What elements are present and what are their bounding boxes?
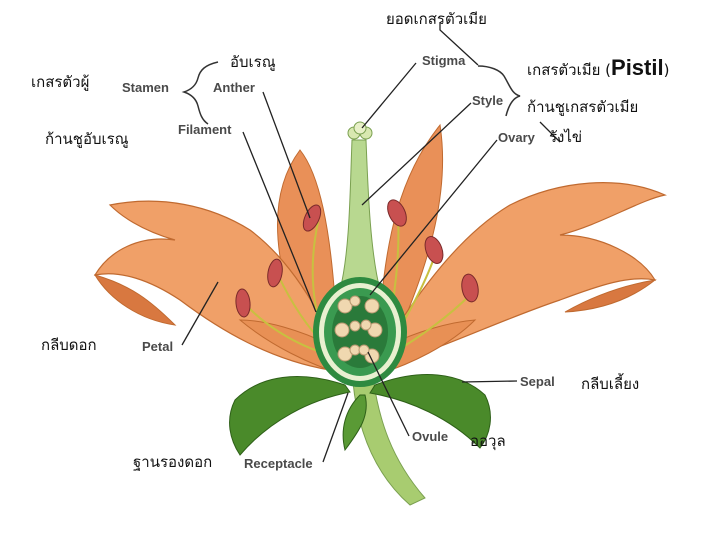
sepal-center bbox=[342, 394, 367, 452]
stigma bbox=[347, 121, 373, 140]
label-receptacle-th: ฐานรองดอก bbox=[133, 453, 213, 471]
label-filament-en: Filament bbox=[178, 122, 232, 137]
label-stigma-th: ยอดเกสรตัวเมีย bbox=[386, 10, 487, 28]
pistil-bracket bbox=[477, 65, 521, 117]
sepal-left bbox=[229, 376, 351, 456]
petal-right bbox=[384, 182, 667, 366]
pistil-prefix: เกสรตัวเมีย ( bbox=[527, 61, 612, 79]
label-ovule-th: ออวุล bbox=[470, 432, 506, 450]
label-pistil-th: เกสรตัวเมีย (Pistil) bbox=[527, 55, 669, 82]
label-style-th: ก้านชูเกสรตัวเมีย bbox=[527, 98, 639, 116]
label-ovule-en: Ovule bbox=[412, 429, 449, 444]
petal-front-left bbox=[238, 319, 346, 376]
label-sepal-en: Sepal bbox=[520, 374, 555, 389]
label-petal-en: Petal bbox=[142, 339, 174, 354]
label-stamen-th: เกสรตัวผู้ bbox=[31, 73, 90, 91]
label-ovary-en: Ovary bbox=[498, 130, 535, 145]
label-sepal-th: กลีบเลี้ยง bbox=[581, 375, 640, 393]
anthers bbox=[235, 199, 479, 318]
style bbox=[339, 139, 381, 291]
label-style-en: Style bbox=[472, 93, 504, 108]
leader-lines bbox=[181, 22, 561, 463]
petal-left-fold bbox=[93, 274, 177, 326]
label-anther-en: Anther bbox=[213, 80, 255, 95]
pistil-suffix: ) bbox=[663, 61, 670, 79]
label-anther-th: อับเรณู bbox=[230, 53, 276, 71]
label-filament-th: ก้านชูอับเรณู bbox=[45, 130, 129, 148]
label-stigma-en: Stigma bbox=[422, 53, 466, 68]
label-receptacle-en: Receptacle bbox=[244, 456, 313, 471]
label-stamen-en: Stamen bbox=[122, 80, 169, 95]
pistil-word: Pistil bbox=[611, 55, 664, 80]
petal-front-right bbox=[374, 319, 477, 376]
petal-right-fold bbox=[564, 279, 657, 313]
stamen-bracket bbox=[181, 61, 219, 125]
sepal-right bbox=[369, 374, 491, 449]
label-petal-th: กลีบดอก bbox=[41, 336, 97, 354]
label-ovary-th: รังไข่ bbox=[549, 128, 583, 146]
